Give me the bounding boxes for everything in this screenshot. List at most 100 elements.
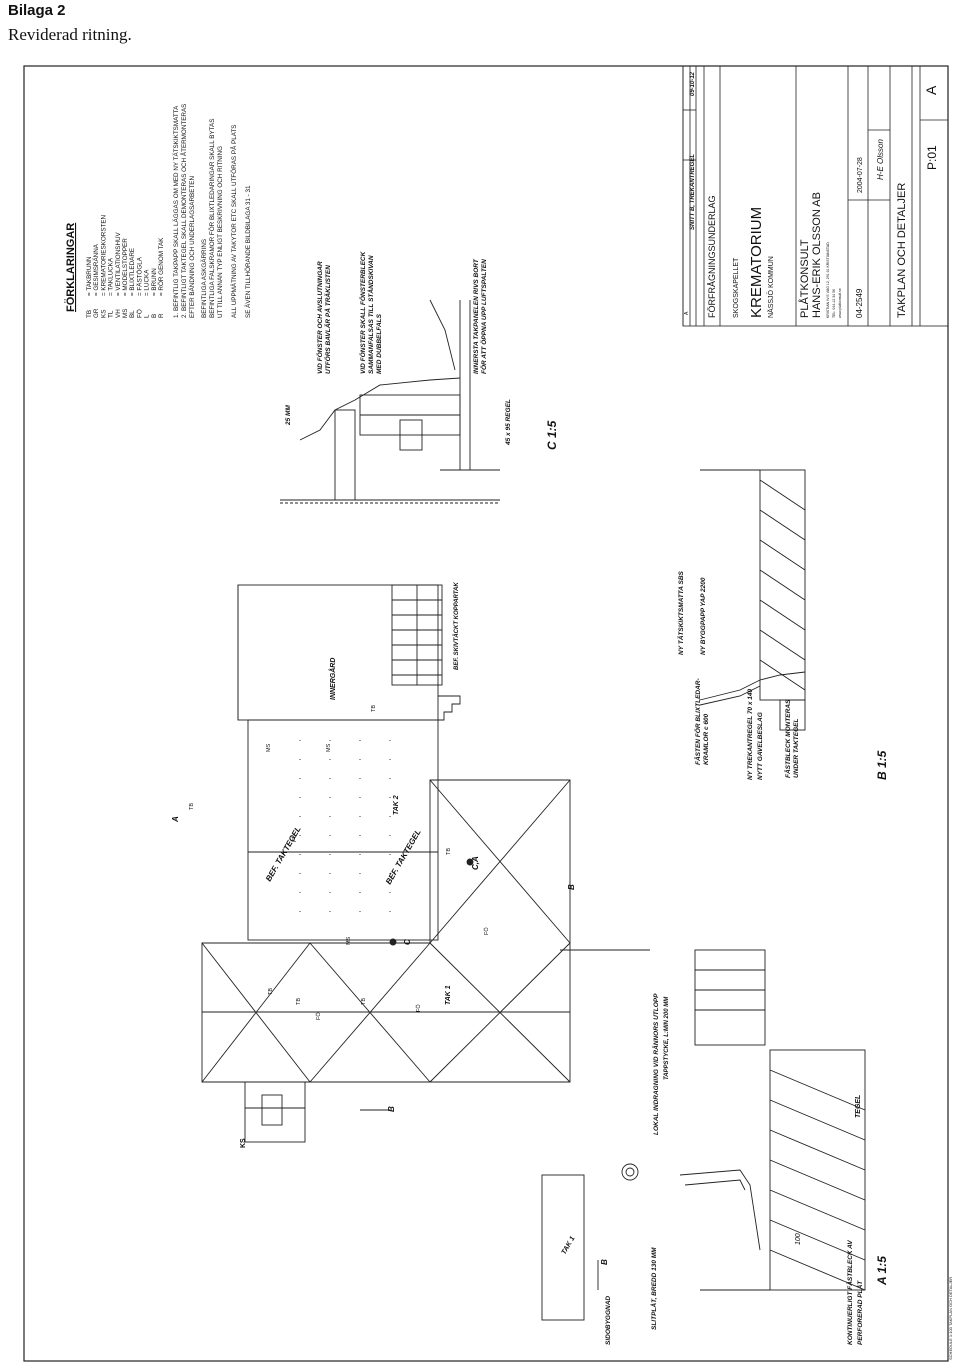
tb-drawn: H-E Olsson [876,139,885,180]
tb-date: 2004-07-28 [857,157,864,193]
detail-c [280,299,500,504]
detail-c-note: 45 x 95 REGEL [505,399,512,446]
legend-code: TL [108,310,115,318]
legend-code: MS [122,309,129,318]
legend-text: = KREMATORIESKORSTEN [100,214,107,296]
code-tb: TB [446,848,452,855]
tb-rev-date: 09-10-12 [690,71,696,96]
code-fo: FÖ [415,1004,422,1012]
label-sign-b: B [387,1106,396,1112]
code-ms: MS [266,743,272,752]
tb-purpose: FÖRFRÅGNINGSUNDERLAG [707,195,717,318]
code-ms: MS [326,743,332,752]
detail-b-note: NY TÄTSKIKTSMATTA SBS [677,570,685,655]
label-sign-c: C [403,939,412,945]
innergard-block [237,584,439,721]
legend-note: 2. BEFINTLIGT TAKTEGEL SKALL DEMONTERAS … [179,104,188,318]
roof-outline-tak1 [201,779,571,1083]
label-lokal: LOKAL INDRAGNING VID RÄNNORS UTLOPP [652,993,660,1135]
detail-b-note: NY TREKANTREGEL 70 x 140 [747,688,754,780]
label-skivtackt: BEF. SKIVTÄCKT KOPPARTAK [453,582,460,670]
tb-rev-letter: A [923,85,939,95]
code-fo: FÖ [315,1012,322,1020]
legend-code: TB [86,310,93,318]
legend-text: = GESIMSRÄNNA [92,243,100,296]
tb-client: NÄSSJÖ KOMMUN [767,256,775,318]
detail-a [679,949,866,1291]
code-tb: TB [371,705,377,712]
legend-title: FÖRKLARINGAR [64,223,77,312]
code-tb: TB [296,998,302,1005]
tb-project-small: SKOGSKAPELLET [733,257,740,318]
roof-outline-tak2 [247,719,439,941]
label-ks: KS [240,1138,247,1148]
title-block [682,65,949,327]
label-slitplat: SLITPLÅT, BREDD 130 MM [649,1247,658,1330]
tb-title: TAKPLAN OCH DETALJER [896,183,908,318]
detail-c-note: UTFÖRS BAVLÄR PÅ TRÄKLISTEN [323,265,332,374]
legend-code: VH [115,309,122,318]
legend-note: EFTER BÄNDNING OCH UNDERLAGSARBETEN [188,175,196,318]
detail-c-note: MED DUBBELFALS [376,313,383,374]
legend-note: BEFINTLIGA ASKGÄRRINS [200,239,208,318]
code-fo: FÖ [291,834,298,842]
tb-address: KRISTIAN IV:S VÄG 12, 291 61 KRISTIANSTA… [826,242,830,318]
code-tb: TB [268,988,274,995]
detail-b-notes: NY TÄTSKIKTSMATTA SBS NY BYGGPAPP YAP 220… [677,570,800,780]
code-fo: FÖ [483,927,490,935]
tb-company: HANS-ERIK OLSSON AB [811,192,823,318]
legend-text: = FÄSTÖGLA [135,256,143,296]
detail-b-note: NY BYGGPAPP YAP 2200 [700,577,707,655]
legend-note: 1. BEFINTLIG TAKPAPP SKALL LÄGGAS OM MED… [172,105,180,318]
legend-code: L [144,314,151,318]
detail-c-note: VID FÖNSTER SKALL FÖNSTERBLECK [358,250,367,374]
label-sign-a: A [171,816,180,823]
label-sign-ca: C,A [471,856,480,870]
label-tak1: TAK 1 [445,985,452,1005]
detail-b-note: NYTT GAVELBESLAG [757,712,764,780]
legend-note: BEFINTLIGA FALSKRAMOR FÖR BLIXTLEDARINGA… [208,119,216,318]
chimney-area [244,1081,306,1143]
detail-b-note: FÄSTEN FÖR BLIXTLEDAR- [693,678,702,765]
attachment-title: Bilaga 2 [8,2,66,19]
label-tegel: TEGEL [855,1095,862,1118]
legend-text: = MODELSTOPPER [122,238,129,296]
detail-b-note: KRAMLOR c 600 [703,713,710,765]
detail-c-note: SAMMANFALSAS TILL STÅNDSKIVAN [366,255,375,374]
detail-c-note: 25 MM [285,405,292,426]
label-sign-b3: B [600,1259,609,1265]
legend-note: ALL UPPMÄTNING AV TAKYTOR ETC SKALL UTFÖ… [229,124,238,318]
tb-drawing-no: P:01 [925,145,939,170]
legend-text: = VENTILATIONSHUV [115,231,122,296]
detail-b-note: FÄSTBLECK MONTERAS [784,699,792,778]
legend-code: B [151,314,158,318]
detail-c-note: VID FÖNSTER OCH AVSLUTNINGAR [315,261,324,374]
label-sign-b2: B [567,884,576,890]
label-perforerad: PERFORERAD PLÅT [855,1280,864,1345]
legend-text: = TAKLUCKA [108,257,115,296]
detail-c-note: FÖR ATT ÖPPNA UPP LUFTSPALTEN [479,259,488,374]
legend-text: = BLIXTLEDARE [129,248,136,296]
tb-scale-note: SCHEDULE 1:100 TAKPLAN OCH DETALJER [948,1277,953,1360]
code-tb: TB [361,998,367,1005]
label-tappstycke: TAPPSTYCKE, L:MIN 200 MM [664,996,670,1080]
tb-rev-code: A [684,311,690,315]
detail-b-scale: B 1:5 [875,750,889,780]
label-bef-taktegel-2: BEF. TAKTEGEL [384,828,423,886]
detail-c-note: INNERSTA TAKPANELEN RIVS BORT [473,258,480,374]
roof-plan [201,584,650,1321]
label-bef-taktegel-1: BEF. TAKTEGEL [264,825,303,883]
code-ms: MS [346,936,352,945]
legend-note: UT TILL ANNAN TYP ENLIGT BESKRIVNING OCH… [217,146,224,318]
legend-code: GR [93,308,100,318]
attachment-subtitle: Reviderad ritning. [8,25,132,44]
legend-code: BL [129,310,136,318]
detail-a-dim: 100 [795,1233,802,1245]
tb-web: www.platkonsult.se [838,288,842,318]
legend-code: KS [100,310,107,318]
tb-project: KREMATORIUM [748,207,765,318]
tb-consultant: PLÅTKONSULT [798,239,811,318]
detail-b-note: UNDER TAKTEGEL [793,719,800,778]
